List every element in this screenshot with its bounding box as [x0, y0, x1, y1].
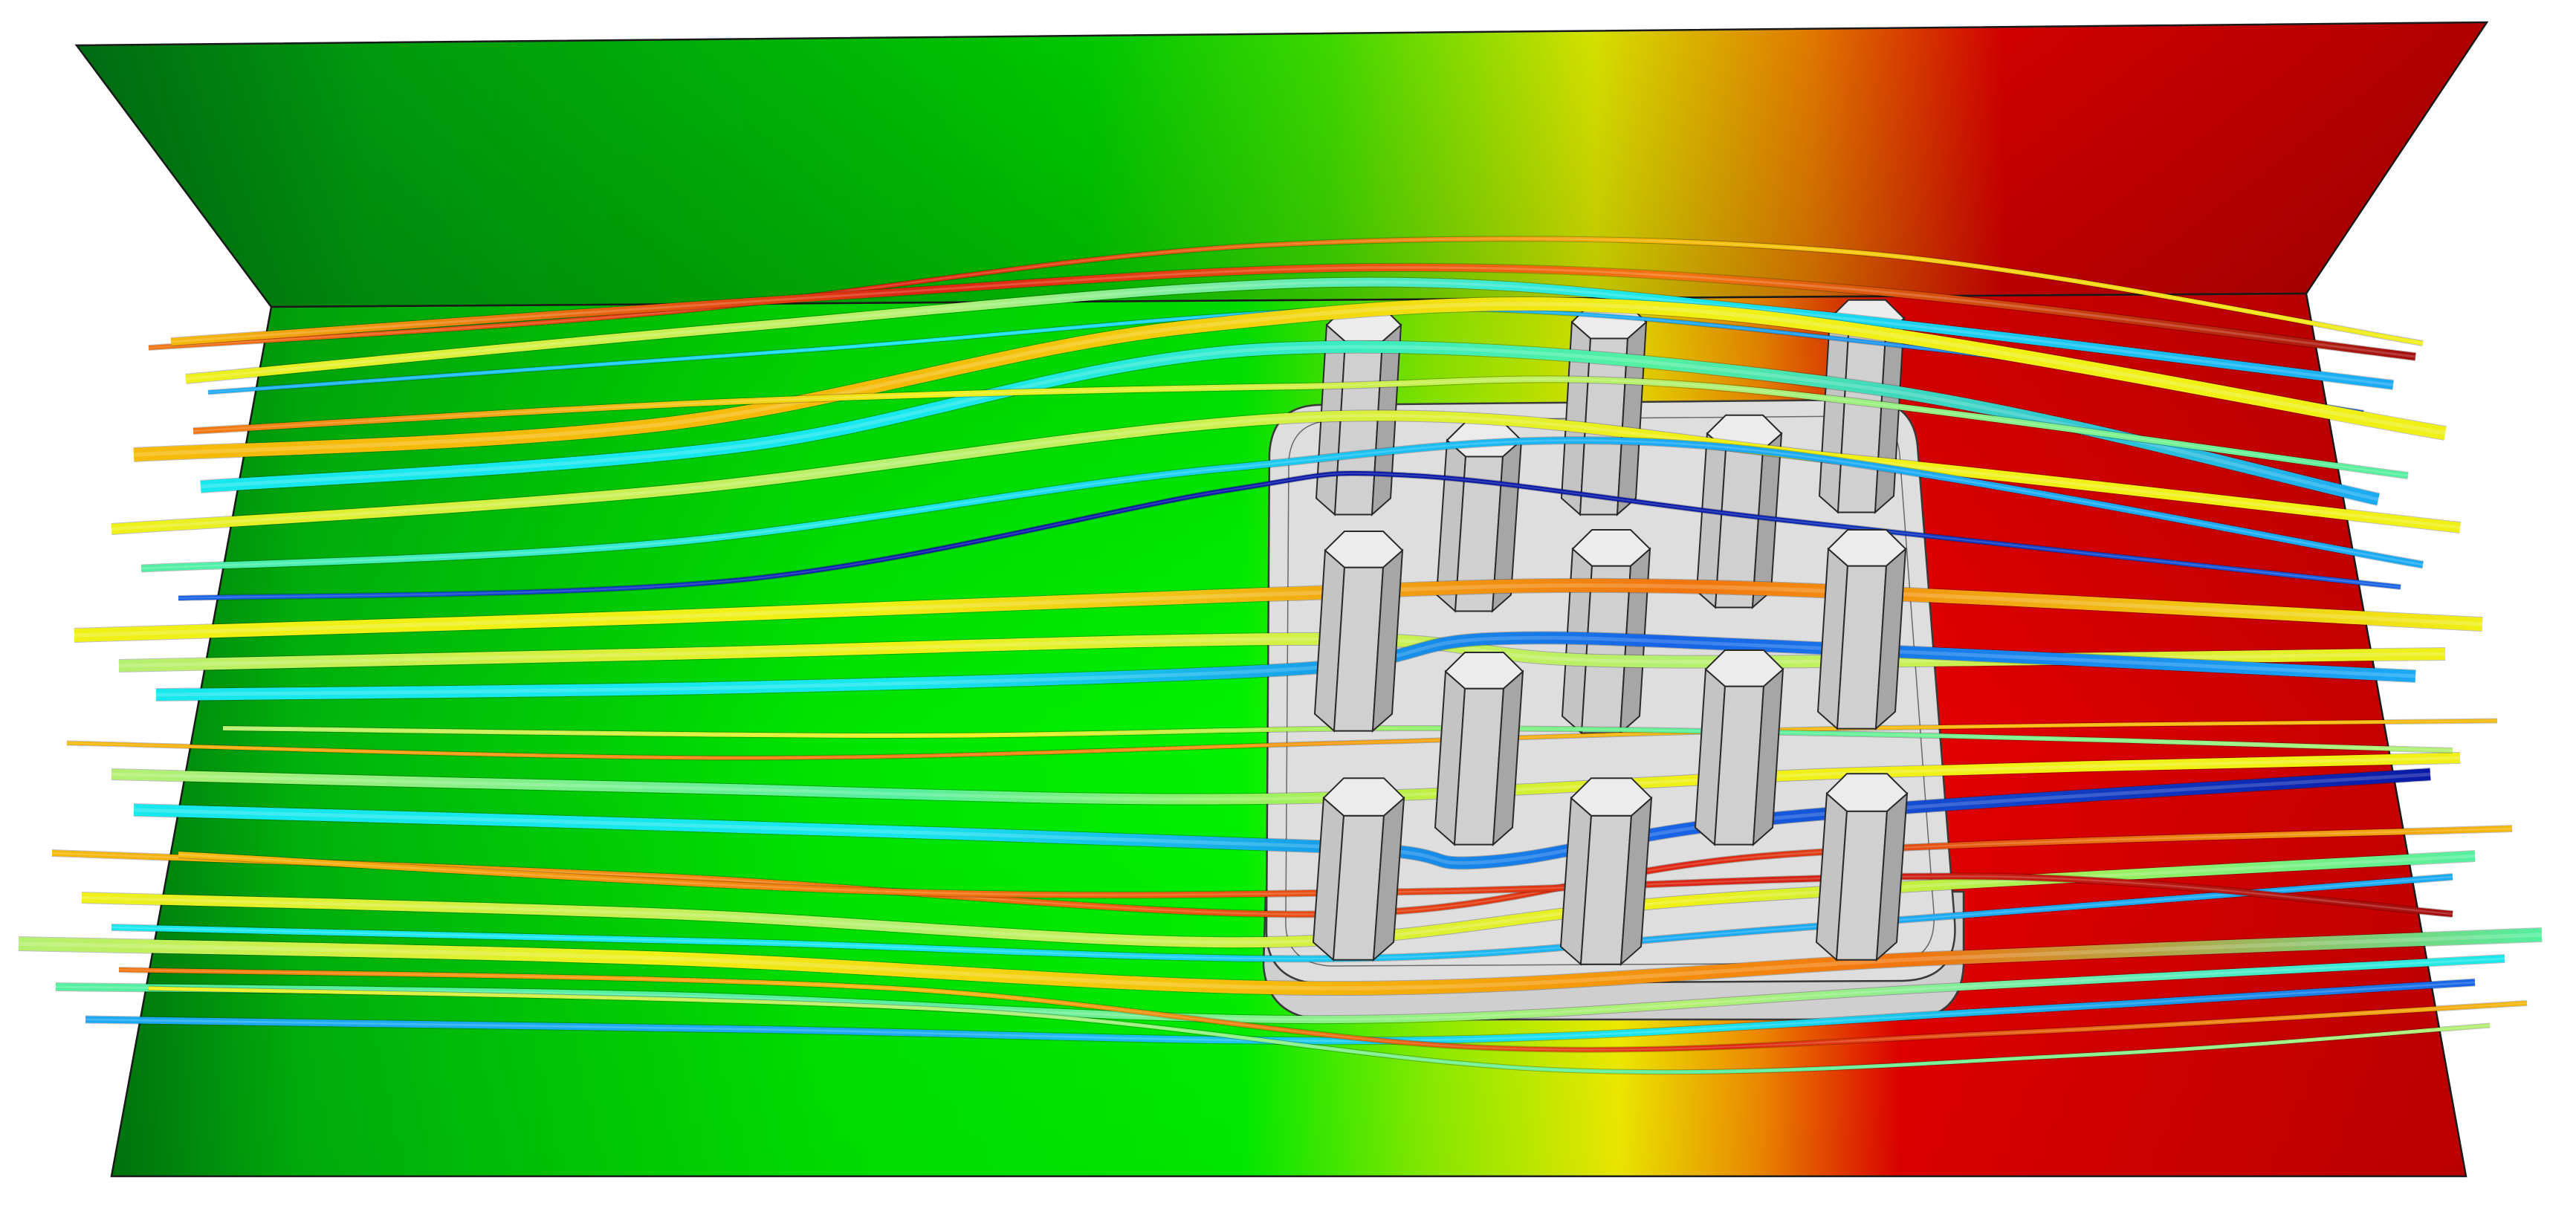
- pin-r4-c3: [1559, 777, 1653, 967]
- streamline-5: [200, 340, 2380, 506]
- streamline-22: [148, 985, 2491, 1075]
- streamline-14: [133, 768, 2431, 870]
- streamline-19: [55, 954, 2505, 1025]
- streamline-25: [192, 375, 2409, 479]
- streamlines: [18, 236, 2543, 1075]
- streamline-8: [178, 470, 2401, 601]
- streamline-24: [222, 724, 2453, 753]
- pin-r1-c2: [1560, 302, 1648, 516]
- streamline-1: [148, 236, 2424, 351]
- streamline-21: [118, 967, 2528, 1053]
- streamline-12: [66, 718, 2498, 761]
- streamline-18: [18, 927, 2543, 996]
- streamline-9: [74, 577, 2483, 643]
- pin-r2-c3: [1313, 530, 1404, 733]
- pin-r5-c1: [1815, 773, 1909, 962]
- pin-r4-c2: [1312, 777, 1405, 962]
- streamline-7: [140, 436, 2424, 573]
- streamline-4: [133, 296, 2447, 462]
- streamline-6: [111, 409, 2461, 535]
- pin-r3-c2: [1816, 528, 1907, 730]
- pin-r3-c3: [1434, 651, 1524, 846]
- heat-sink-pins-foreground: [1312, 528, 1909, 967]
- streamline-13: [111, 752, 2461, 805]
- streamline-17: [111, 873, 2453, 963]
- streamline-2: [185, 276, 2394, 390]
- pin-r4-c1: [1694, 649, 1784, 846]
- streamline-26: [170, 262, 2416, 361]
- pin-r2-c1: [1435, 421, 1523, 613]
